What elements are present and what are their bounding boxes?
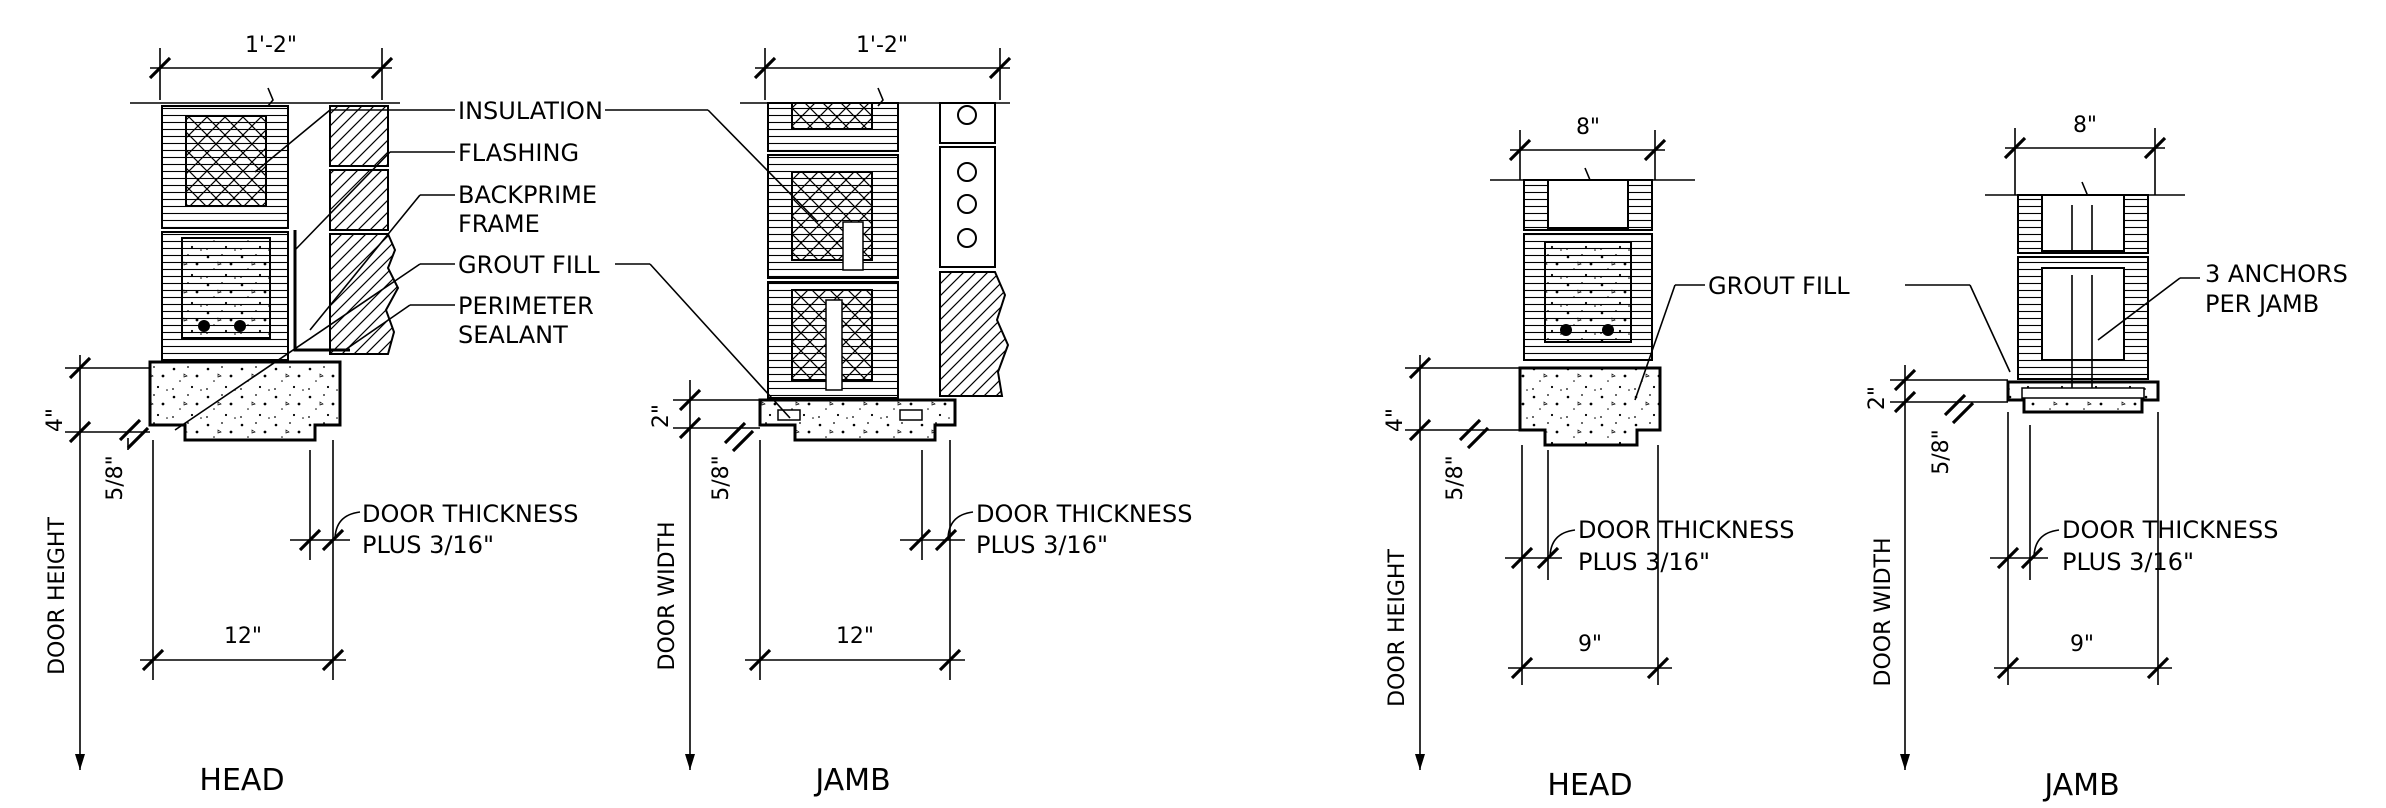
- door-thickness-label: DOOR THICKNESS: [1578, 516, 1794, 544]
- door-width-label: DOOR WIDTH: [1871, 537, 1896, 686]
- callout-per-jamb: PER JAMB: [2205, 290, 2319, 318]
- door-thickness-plus: PLUS 3/16": [362, 531, 494, 559]
- reveal-dimension: 5/8": [709, 455, 734, 501]
- door-thickness-plus: PLUS 3/16": [2062, 548, 2194, 576]
- detail-title: JAMB: [813, 763, 890, 798]
- lintel-dimension: 4": [1383, 408, 1408, 432]
- bottom-dimension: 12": [224, 624, 262, 649]
- detail-title: HEAD: [199, 763, 284, 798]
- callout-anchors: 3 ANCHORS: [2205, 260, 2348, 288]
- width-dimension: 1'-2": [856, 33, 908, 58]
- lintel-dimension: 4": [43, 408, 68, 432]
- top-dimension: 2": [649, 404, 674, 428]
- reveal-dimension: 5/8": [1929, 429, 1954, 475]
- door-width-label: DOOR WIDTH: [655, 521, 680, 670]
- door-thickness-plus: PLUS 3/16": [1578, 548, 1710, 576]
- detail-left-head: 1'-2" INSULATION FLASHING BACKPRIME FRA: [43, 33, 603, 798]
- detail-left-jamb: 1'-2": [605, 33, 1192, 798]
- callout-frame: FRAME: [458, 210, 540, 238]
- detail-title: JAMB: [2042, 768, 2119, 803]
- bottom-dimension: 12": [836, 624, 874, 649]
- width-dimension: 1'-2": [245, 33, 297, 58]
- reveal-dimension: 5/8": [1443, 455, 1468, 501]
- door-thickness-plus: PLUS 3/16": [976, 531, 1108, 559]
- detail-title: HEAD: [1547, 768, 1632, 803]
- door-thickness-label: DOOR THICKNESS: [362, 500, 578, 528]
- reveal-dimension: 5/8": [103, 455, 128, 501]
- bottom-dimension: 9": [1578, 632, 1602, 657]
- width-dimension: 8": [2073, 113, 2097, 138]
- detail-right-jamb: 8" 3 ANCHORS PER JAMB 2" 5/8" DOOR WIDTH: [1865, 113, 2348, 803]
- callout-backprime: BACKPRIME: [458, 181, 597, 209]
- width-dimension: 8": [1576, 115, 1600, 140]
- door-thickness-label: DOOR THICKNESS: [976, 500, 1192, 528]
- door-height-label: DOOR HEIGHT: [45, 517, 70, 675]
- bottom-dimension: 9": [2070, 632, 2094, 657]
- callout-grout-fill: GROUT FILL: [1708, 272, 1850, 300]
- top-dimension: 2": [1865, 386, 1890, 410]
- callout-sealant: SEALANT: [458, 321, 568, 349]
- callout-flashing: FLASHING: [458, 139, 579, 167]
- callout-grout-fill: GROUT FILL: [458, 251, 600, 279]
- door-thickness-label: DOOR THICKNESS: [2062, 516, 2278, 544]
- callout-insulation: INSULATION: [458, 97, 603, 125]
- detail-right-head: 8" GROUT FILL 4" 5/8" DOOR HEIGHT 9": [1383, 115, 1850, 803]
- callout-perimeter: PERIMETER: [458, 292, 594, 320]
- door-height-label: DOOR HEIGHT: [1385, 549, 1410, 707]
